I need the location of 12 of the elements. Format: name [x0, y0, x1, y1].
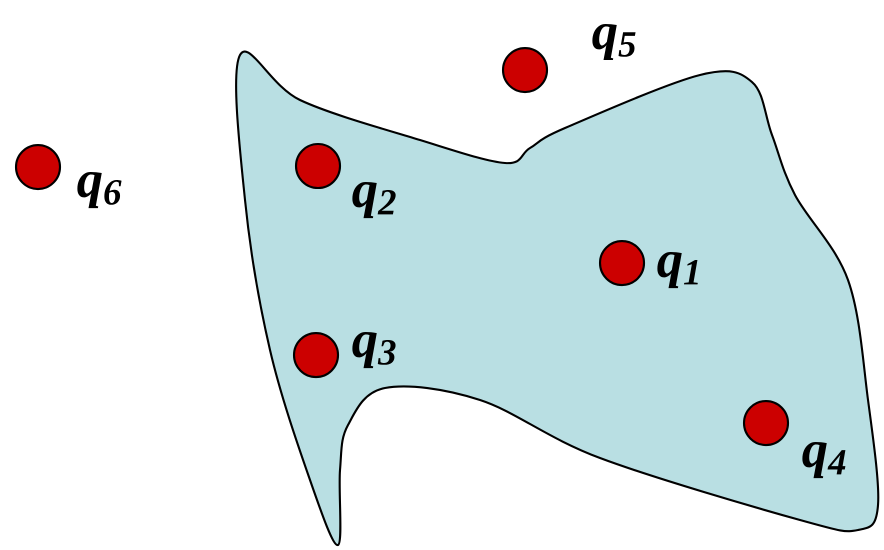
charge-label: q$_{2}$ [352, 182, 396, 218]
charge-dot [742, 400, 790, 446]
charge-label: q$_{4}$ [802, 442, 846, 478]
charge-dot [598, 240, 646, 286]
charge-dot [294, 142, 342, 190]
charge-label: q$_{1}$ [657, 252, 698, 288]
charge-label: q$_{3}$ [352, 332, 396, 368]
charge-dot [14, 144, 62, 190]
charge-label: q$_{5}$ [592, 24, 636, 60]
charge-dot [292, 332, 340, 378]
charge-dot [502, 46, 548, 94]
charge-label: q$_{6}$ [77, 172, 122, 208]
